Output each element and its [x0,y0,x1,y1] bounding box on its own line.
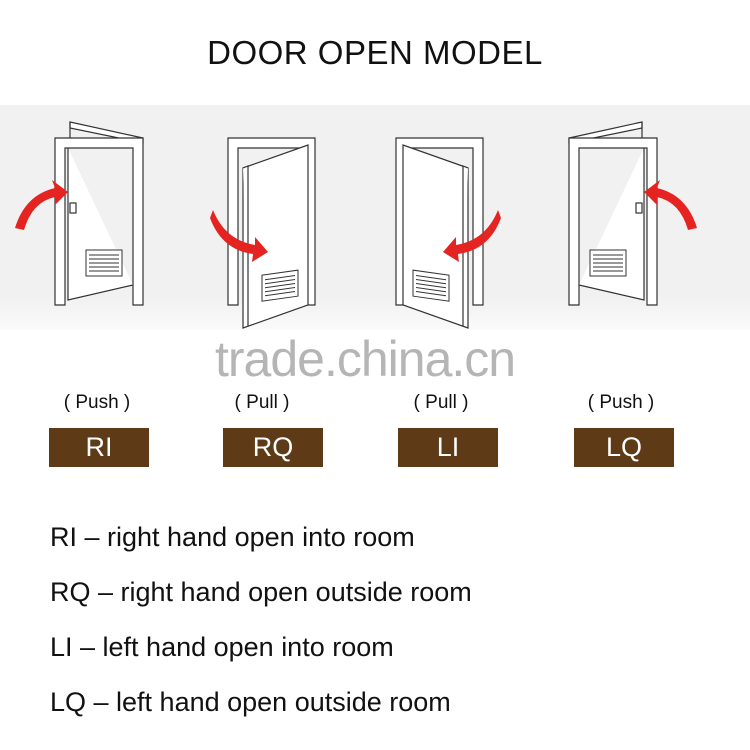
door-action-lq: ( Push ) [587,392,655,413]
legend-item-ri: RI – right hand open into room [50,522,415,552]
door-icon-ri [15,122,143,305]
page-title: DOOR OPEN MODEL [207,34,543,71]
legend-item-rq: RQ – right hand open outside room [50,577,472,607]
door-code-badge-rq: RQ [223,428,323,467]
door-code-badge-li: LI [398,428,498,467]
door-action-rq: ( Pull ) [234,392,290,413]
door-action-ri: ( Push ) [63,392,131,413]
legend-item-lq: LQ – left hand open outside room [50,687,451,717]
legend-item-li: LI – left hand open into room [50,632,394,662]
door-code-badge-lq: LQ [574,428,674,467]
door-icon-rq [210,138,315,328]
door-icon-li [396,138,501,328]
door-icon-lq [569,122,697,305]
arrow-icon [210,210,268,262]
door-code-badge-ri: RI [49,428,149,467]
door-action-li: ( Pull ) [413,392,469,413]
watermark: trade.china.cn [215,331,516,387]
